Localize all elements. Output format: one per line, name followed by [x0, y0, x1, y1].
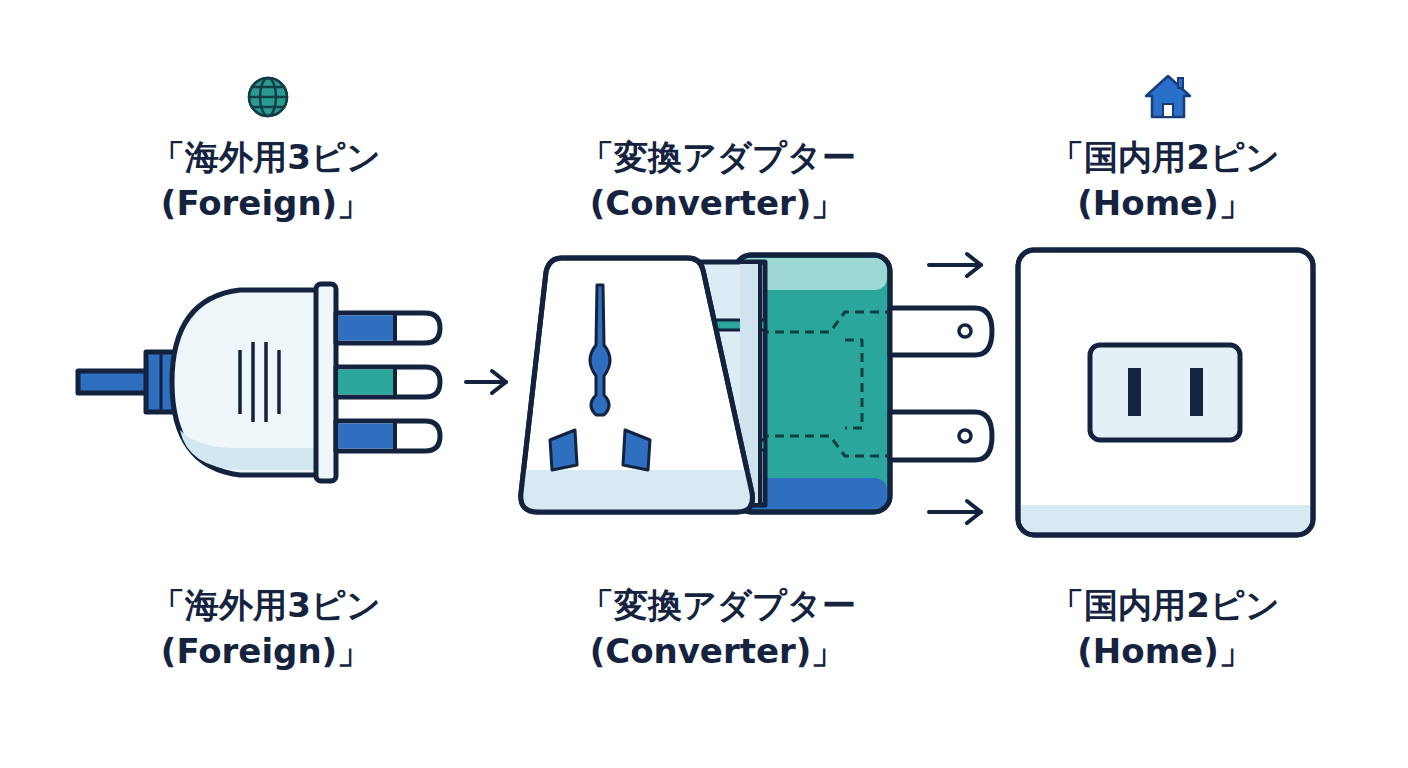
flow-arrow: [929, 254, 981, 276]
node-label: 「海外用3ピン (Foreign)」: [126, 583, 406, 675]
converter-adapter: [521, 255, 992, 512]
node-label: 「国内用2ピン (Home)」: [1025, 135, 1305, 227]
plug-column: 「変換アダプター (Converter)」「変換アダプター (Converter…: [510, 135, 925, 675]
plug-column: 「国内用2ピン (Home)」「国内用2ピン (Home)」: [985, 135, 1345, 675]
node-label: 「海外用3ピン (Foreign)」: [126, 135, 406, 227]
home-outlet: [1018, 250, 1313, 535]
node-label: 「変換アダプター (Converter)」: [558, 583, 878, 675]
flow-arrow: [466, 371, 506, 393]
house-icon: [1146, 76, 1190, 117]
plug-column: 「海外用3ピン (Foreign)」「海外用3ピン (Foreign)」: [70, 135, 462, 675]
flow-arrow: [929, 501, 981, 523]
foreign-plug: [78, 284, 440, 481]
globe-icon: [249, 78, 287, 116]
node-label: 「国内用2ピン (Home)」: [1025, 583, 1305, 675]
node-label: 「変換アダプター (Converter)」: [558, 135, 878, 227]
